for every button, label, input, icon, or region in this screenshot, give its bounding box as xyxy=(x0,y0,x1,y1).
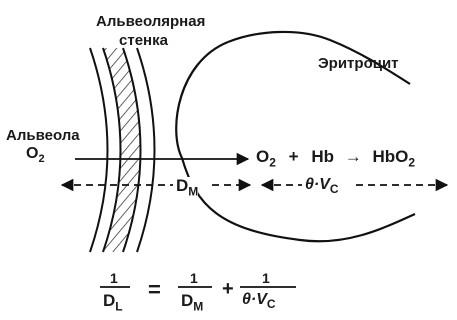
erythrocyte-label: Эритроцит xyxy=(318,55,399,72)
reaction-hbo2: HbO xyxy=(372,147,409,166)
reaction-hb: Hb xyxy=(311,147,334,166)
formula-dl-symbol: D xyxy=(103,291,116,310)
wall-line-3 xyxy=(122,47,142,253)
formula-dm-symbol: D xyxy=(181,291,194,310)
erythrocyte-outline-part1 xyxy=(175,40,416,243)
formula-theta-denominator: θ·VC xyxy=(242,291,276,312)
dm-symbol: D xyxy=(176,176,189,195)
wall-line-1 xyxy=(89,47,109,253)
wall-line-4 xyxy=(136,47,156,253)
alveolar-wall xyxy=(89,47,156,253)
wall-hatch xyxy=(103,48,141,252)
reaction-hbo2-subscript: 2 xyxy=(408,155,416,170)
reaction-arrow: → xyxy=(344,147,362,166)
formula-theta-numerator: 1 xyxy=(262,270,270,286)
o2-left-label: O2 xyxy=(26,146,45,165)
theta-vc-subscript: C xyxy=(329,182,339,197)
alveolar-wall-label-line1: Альвеолярная xyxy=(96,13,206,30)
formula-dl-numerator: 1 xyxy=(110,270,118,286)
formula-dm-denominator: DM xyxy=(181,292,203,312)
formula-theta-symbol: θ·V xyxy=(242,291,267,308)
formula-plus: + xyxy=(222,278,234,300)
formula-equals: = xyxy=(148,277,161,302)
alveolar-wall-label-line2: стенка xyxy=(119,32,168,49)
wall-line-2 xyxy=(102,47,122,253)
dm-subscript: M xyxy=(188,184,199,199)
formula-dm-subscript: M xyxy=(193,299,204,314)
o2-left-subscript: 2 xyxy=(38,153,45,166)
theta-vc-symbol: θ·V xyxy=(305,176,330,193)
reaction-equation: O2 + Hb → HbO2 xyxy=(256,148,415,168)
erythrocyte-outline-part2 xyxy=(227,30,411,85)
formula-theta-subscript: C xyxy=(266,297,276,312)
dm-label: DM xyxy=(176,176,199,199)
reaction-o2: O xyxy=(256,147,270,166)
formula-dl-subscript: L xyxy=(115,299,123,314)
formula-dm-numerator: 1 xyxy=(190,270,198,286)
reaction-plus: + xyxy=(288,147,299,166)
theta-vc-label: θ·VC xyxy=(305,176,339,197)
reaction-o2-subscript: 2 xyxy=(269,155,276,170)
o2-left-symbol: O xyxy=(26,145,39,162)
formula-dl-denominator: DL xyxy=(103,292,123,312)
alveolus-label: Альвеола xyxy=(6,127,80,144)
